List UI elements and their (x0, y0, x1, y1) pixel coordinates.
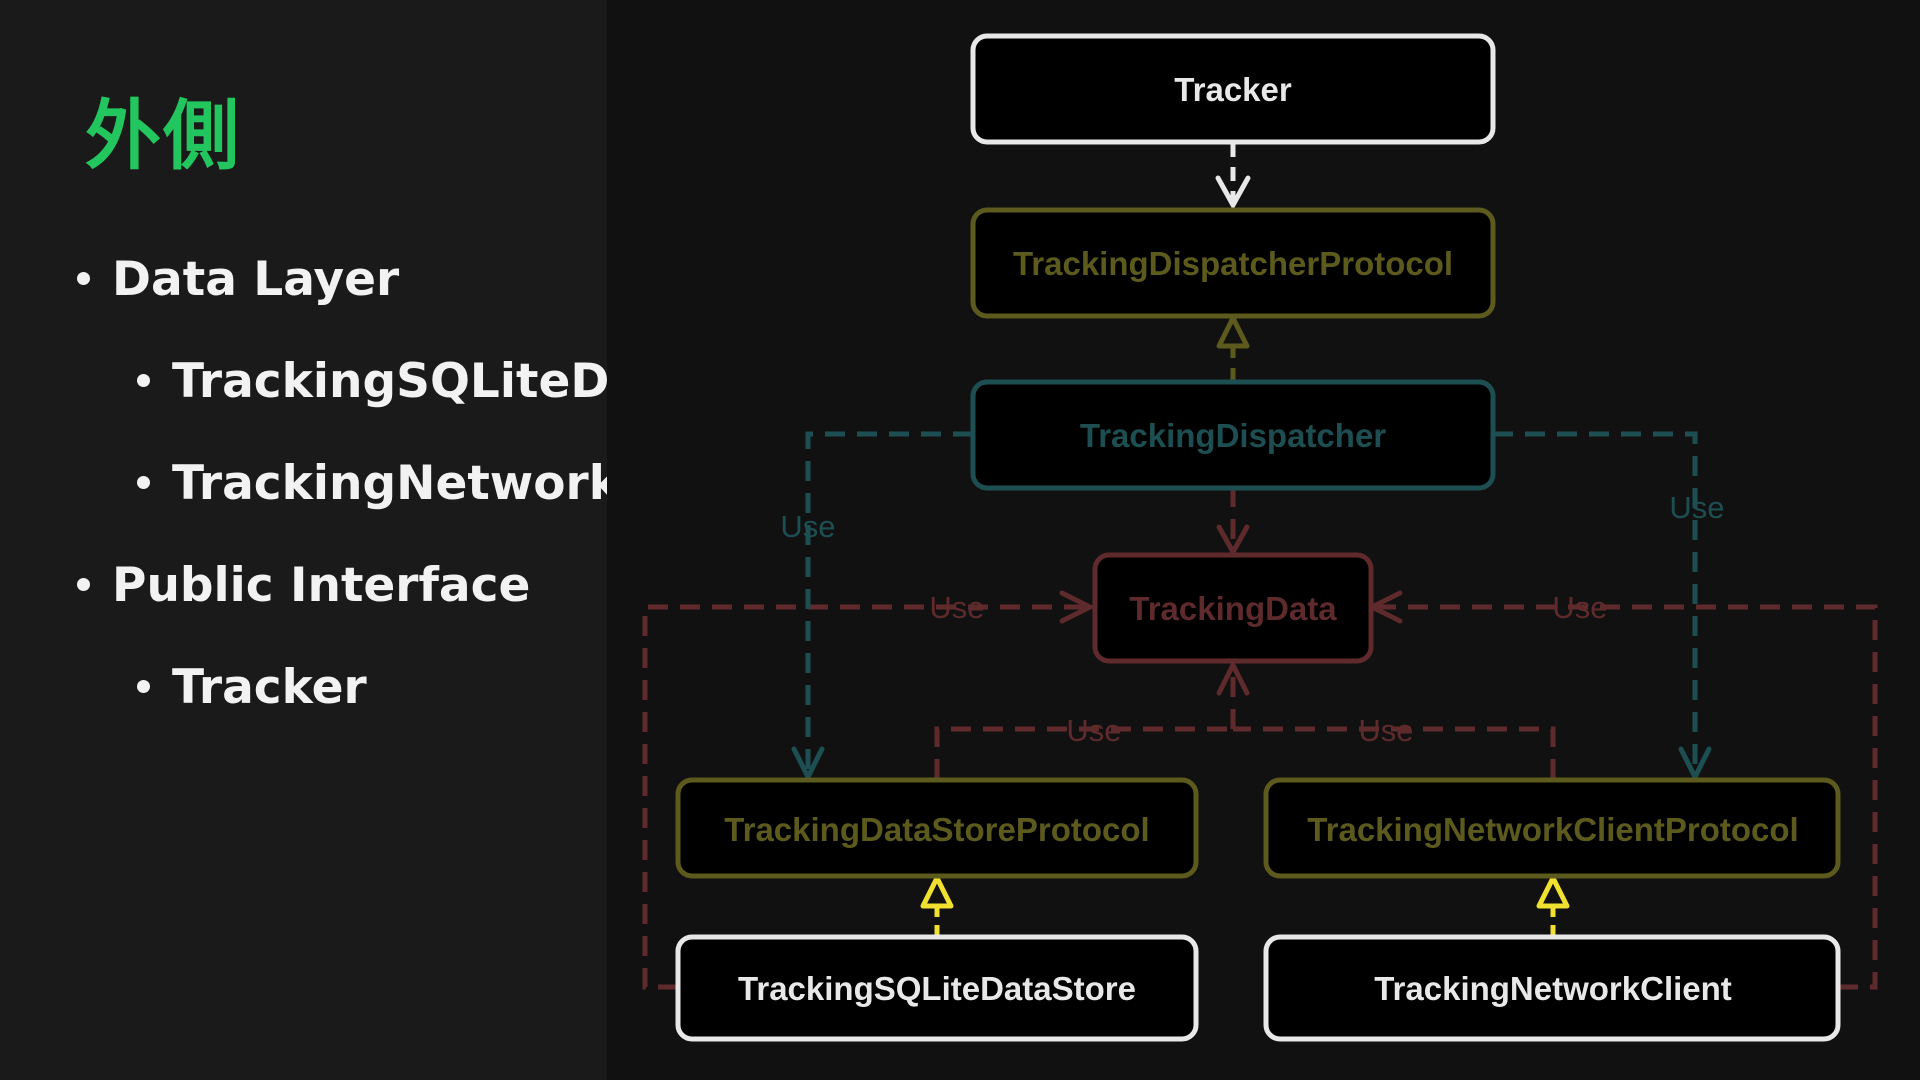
node-tracker: Tracker (970, 33, 1496, 145)
bullet-tracker: Tracker (137, 664, 367, 711)
red-edges (642, 487, 1878, 990)
diagram-panel (607, 0, 1920, 1080)
node-tracking-sqlite-datastore: TrackingSQLiteDataStore (675, 934, 1199, 1042)
node-tracking-dispatcher: TrackingDispatcher (970, 379, 1496, 491)
node-tracking-dispatcher-protocol: TrackingDispatcherProtocol (970, 207, 1496, 319)
edge-tracker-to-dispatcher-protocol (1215, 143, 1251, 211)
edge-dispatcher-realizes-protocol (1216, 315, 1250, 380)
edge-label-use: Use (780, 509, 835, 544)
edge-sqlite-to-data (642, 604, 1090, 990)
edge-network-realizes-protocol (1536, 875, 1570, 935)
bullet-text: Public Interface (112, 558, 531, 613)
bullet-data-layer: Data Layer (77, 256, 399, 303)
bullet-dot (77, 272, 90, 285)
bullet-dot (137, 374, 150, 387)
edge-dispatcher-to-datastore-proto (805, 431, 973, 775)
node-label: TrackingDataStoreProtocol (724, 811, 1149, 848)
bullet-public-interface: Public Interface (77, 562, 530, 609)
node-tracking-networkclient-protocol: TrackingNetworkClientProtocol (1263, 777, 1841, 879)
bullet-text: Data Layer (112, 252, 400, 307)
node-tracking-data: TrackingData (1092, 552, 1374, 664)
edge-sqlite-realizes-protocol (920, 875, 954, 935)
edge-label-use: Use (1066, 713, 1121, 748)
node-label: TrackingSQLiteDataStore (738, 970, 1136, 1007)
edge-network-to-data (1372, 604, 1878, 990)
edge-dispatcher-to-network-proto (1493, 431, 1698, 775)
bullet-text: Tracker (172, 660, 367, 715)
slide-text-panel: 外側 Data Layer TrackingSQLiteDataStore Tr… (0, 0, 839, 1080)
node-tracking-network-client: TrackingNetworkClient (1263, 934, 1841, 1042)
node-label: TrackingDispatcherProtocol (1013, 245, 1453, 282)
edge-label-use: Use (929, 590, 984, 625)
bullet-dot (77, 578, 90, 591)
node-label: Tracker (1174, 71, 1292, 108)
edge-label-use: Use (1358, 713, 1413, 748)
teal-arrowheads (791, 746, 1712, 783)
node-label: TrackingNetworkClientProtocol (1307, 811, 1798, 848)
edge-label-use: Use (1552, 590, 1607, 625)
node-label: TrackingDispatcher (1080, 417, 1386, 454)
teal-edges (805, 431, 1698, 775)
bullet-dot (137, 476, 150, 489)
node-tracking-datastore-protocol: TrackingDataStoreProtocol (675, 777, 1199, 879)
node-label: TrackingData (1129, 590, 1337, 627)
slide-title: 外側 (85, 91, 241, 180)
edge-network-proto-to-data (1233, 726, 1556, 779)
node-label: TrackingNetworkClient (1374, 970, 1732, 1007)
edge-datastore-proto-to-data (934, 726, 1233, 779)
edge-label-use: Use (1669, 490, 1724, 525)
bullet-dot (137, 680, 150, 693)
